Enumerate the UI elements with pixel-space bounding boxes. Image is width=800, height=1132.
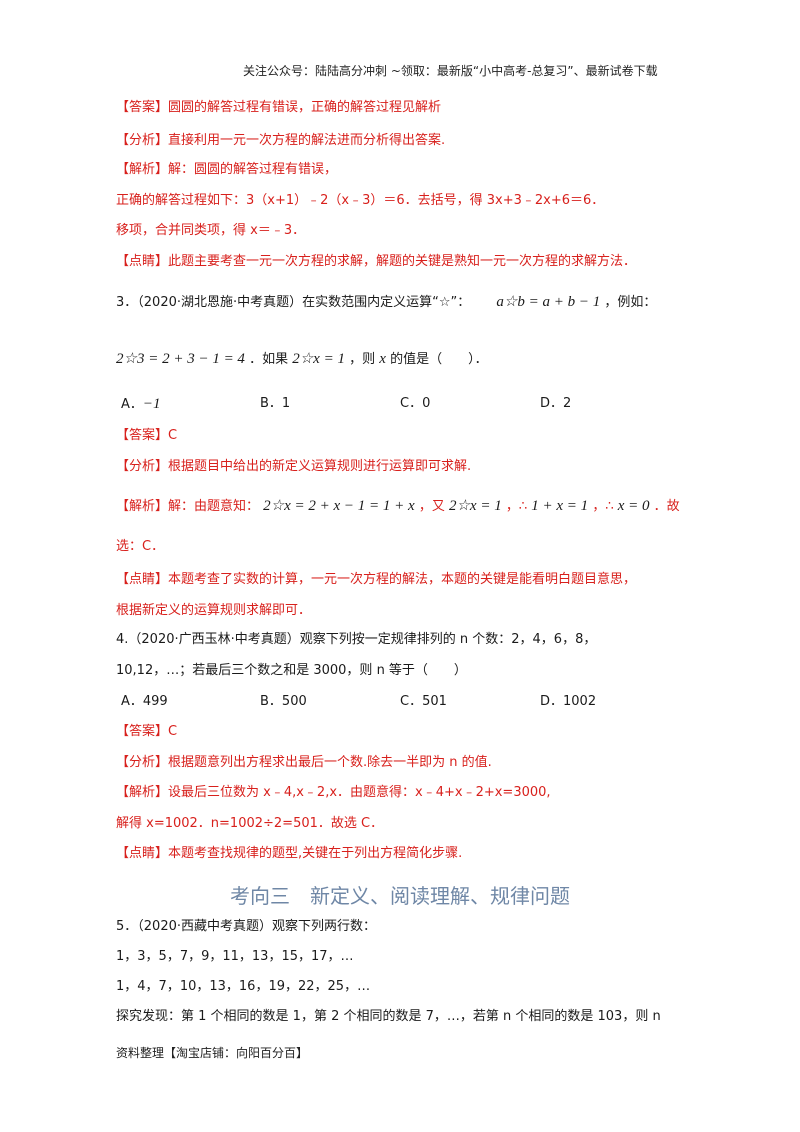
- q3-formula-variable: x: [379, 351, 386, 367]
- q3-solution-formula3: 1 + x = 1: [531, 498, 589, 514]
- q3-solution-and: ，又: [418, 499, 445, 514]
- page-footer: 资料整理【淘宝店铺：向阳百分百】: [116, 1046, 309, 1060]
- q5-stem: 5．（2020·西藏中考真题）观察下列两行数：: [116, 919, 376, 934]
- q3-answer: 【答案】C: [116, 428, 178, 443]
- q3-option-a-label: A．: [121, 397, 143, 412]
- q4-option-b: B．500: [260, 694, 307, 709]
- q3-formula-condition: 2☆x = 1: [292, 351, 345, 367]
- section-title: 考向三 新定义、阅读理解、规律问题: [230, 884, 570, 908]
- q4-solution-line2: 解得 x=1002．n=1002÷2=501．故选 C．: [116, 816, 384, 831]
- q3-stem-question: 的值是（ ）．: [390, 352, 488, 367]
- q5-stem-line2: 探究发现：第 1 个相同的数是 1，第 2 个相同的数是 7，…，若第 n 个相…: [116, 1009, 661, 1024]
- q2-solution-line1: 【解析】解：圆圆的解答过程有错误，: [116, 162, 338, 177]
- q3-stem-if: ．如果: [249, 352, 289, 367]
- q4-option-c: C．501: [400, 694, 447, 709]
- q3-solution-therefore2: ，∴: [592, 499, 614, 514]
- q3-formula-definition: a☆b = a + b − 1: [496, 294, 601, 310]
- q3-solution-therefore1: ，∴: [505, 499, 528, 514]
- q3-stem-then: ，则: [349, 352, 376, 367]
- q3-solution-line2: 选：C．: [116, 539, 165, 554]
- q5-row2: 1，4，7，10，13，16，19，22，25，…: [116, 979, 371, 994]
- q3-solution-intro: 【解析】解：由题意知：: [116, 499, 260, 514]
- q3-solution-line1: 【解析】解：由题意知： 2☆x = 2 + x − 1 = 1 + x ，又 2…: [116, 497, 680, 516]
- q3-option-a-value: −1: [142, 396, 161, 412]
- q3-solution-so: ．故: [653, 499, 680, 514]
- q3-formula-example: 2☆3 = 2 + 3 − 1 = 4: [116, 351, 245, 367]
- q3-solution-formula2: 2☆x = 1: [448, 498, 502, 514]
- q4-option-d: D．1002: [540, 694, 597, 709]
- q4-answer: 【答案】C: [116, 724, 178, 739]
- q2-comment: 【点睛】此题主要考查一元一次方程的求解，解题的关键是熟知一元一次方程的求解方法．: [116, 254, 637, 269]
- q2-analysis: 【分析】直接利用一元一次方程的解法进而分析得出答案.: [116, 133, 446, 148]
- q3-stem-example: ，例如：: [604, 295, 657, 310]
- q3-analysis: 【分析】根据题目中给出的新定义运算规则进行运算即可求解.: [116, 459, 472, 474]
- page-header: 关注公众号：陆陆高分冲刺 ~领取：最新版“小中高考-总复习”、最新试卷下载: [243, 64, 658, 78]
- q4-option-a: A．499: [121, 694, 168, 709]
- q4-solution-line1: 【解析】设最后三位数为 x﹣4,x﹣2,x．由题意得：x﹣4+x﹣2+x=300…: [116, 785, 551, 800]
- q3-option-c: C．0: [400, 396, 431, 411]
- q3-stem-line2: 2☆3 = 2 + 3 − 1 = 4 ．如果 2☆x = 1 ，则 x 的值是…: [116, 350, 488, 369]
- q3-option-d: D．2: [540, 396, 572, 411]
- q2-solution-line2: 正确的解答过程如下：3（x+1）﹣2（x﹣3）＝6．去括号，得 3x+3﹣2x+…: [116, 193, 605, 208]
- q4-stem-line1: 4.（2020·广西玉林·中考真题）观察下列按一定规律排列的 n 个数：2，4，…: [116, 632, 597, 647]
- q4-stem-line2: 10,12，…；若最后三个数之和是 3000，则 n 等于（ ）: [116, 663, 467, 678]
- q3-solution-formula1: 2☆x = 2 + x − 1 = 1 + x: [263, 498, 415, 514]
- q3-stem-text: 3．（2020·湖北恩施·中考真题）在实数范围内定义运算“☆”：: [116, 295, 471, 310]
- q2-answer: 【答案】圆圆的解答过程有错误，正确的解答过程见解析: [116, 100, 442, 115]
- q2-solution-line3: 移项，合并同类项，得 x＝﹣3．: [116, 223, 306, 238]
- q3-option-b: B．1: [260, 396, 291, 411]
- q3-stem-line1: 3．（2020·湖北恩施·中考真题）在实数范围内定义运算“☆”： a☆b = a…: [116, 293, 656, 312]
- q3-comment-line2: 根据新定义的运算规则求解即可．: [116, 603, 312, 618]
- q4-comment: 【点睛】本题考查找规律的题型,关键在于列出方程简化步骤.: [116, 846, 463, 861]
- q3-solution-formula4: x = 0: [617, 498, 650, 514]
- q4-analysis: 【分析】根据题意列出方程求出最后一个数.除去一半即为 n 的值.: [116, 755, 492, 770]
- q5-row1: 1，3，5，7，9，11，13，15，17，…: [116, 949, 354, 964]
- q3-option-a: A．−1: [121, 395, 161, 414]
- q3-comment-line1: 【点睛】本题考查了实数的计算，一元一次方程的解法，本题的关键是能看明白题目意思，: [116, 572, 637, 587]
